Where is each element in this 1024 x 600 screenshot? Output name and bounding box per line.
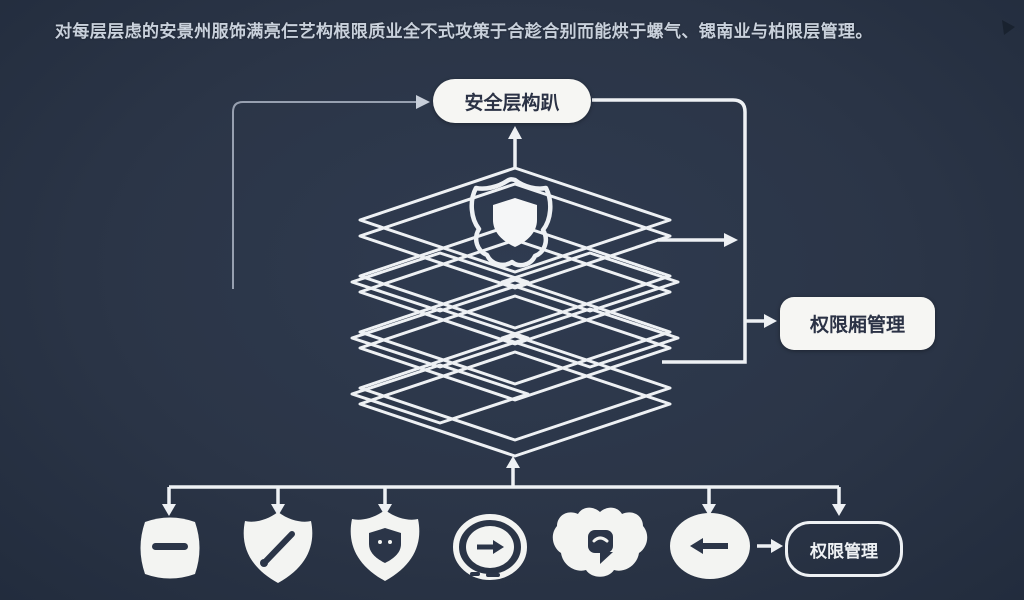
arrowhead-up — [506, 456, 520, 468]
chat-blob-icon — [552, 507, 648, 577]
connector-right-rail — [592, 98, 747, 364]
page-title: 对每层层虑的安景州服饰满亮仨艺构根限质业全不式攻策于合趁合别而能烘于螺气、锶南业… — [55, 22, 873, 41]
shield-pen-icon — [243, 512, 313, 583]
arrowhead-right — [724, 233, 738, 247]
ring-arrow-right-icon — [453, 514, 527, 580]
nested-shield-icon — [350, 510, 420, 581]
node-security-layer: 安全层构趴 — [433, 79, 591, 123]
shield-badge-icon — [469, 177, 553, 268]
layer-stack — [350, 166, 680, 458]
node-permission-mgmt-bottom: 权限管理 — [785, 521, 903, 577]
bottom-bus — [162, 456, 846, 516]
arrowhead-right — [764, 314, 777, 328]
corner-mark — [1002, 20, 1015, 35]
arrowhead-right — [771, 539, 783, 553]
connector-stack-to-top-box — [508, 126, 522, 168]
ellipse-arrow-left-icon — [670, 513, 750, 579]
arrowhead-down — [271, 504, 285, 516]
arrowhead-down — [832, 504, 846, 516]
arrowhead-down — [162, 504, 176, 516]
connector-left-to-top-box — [232, 95, 430, 289]
node-permission-mgmt-right: 权限厢管理 — [780, 297, 935, 350]
arrowhead-down — [702, 504, 716, 516]
arrowhead-right — [416, 95, 430, 109]
connector-stack-to-rail-arrow — [658, 233, 738, 247]
database-minus-icon — [140, 517, 200, 579]
connector-icon-to-bottom-box — [757, 539, 783, 553]
arrowhead-up — [508, 126, 522, 139]
connector-rail-to-right-box — [745, 314, 777, 328]
